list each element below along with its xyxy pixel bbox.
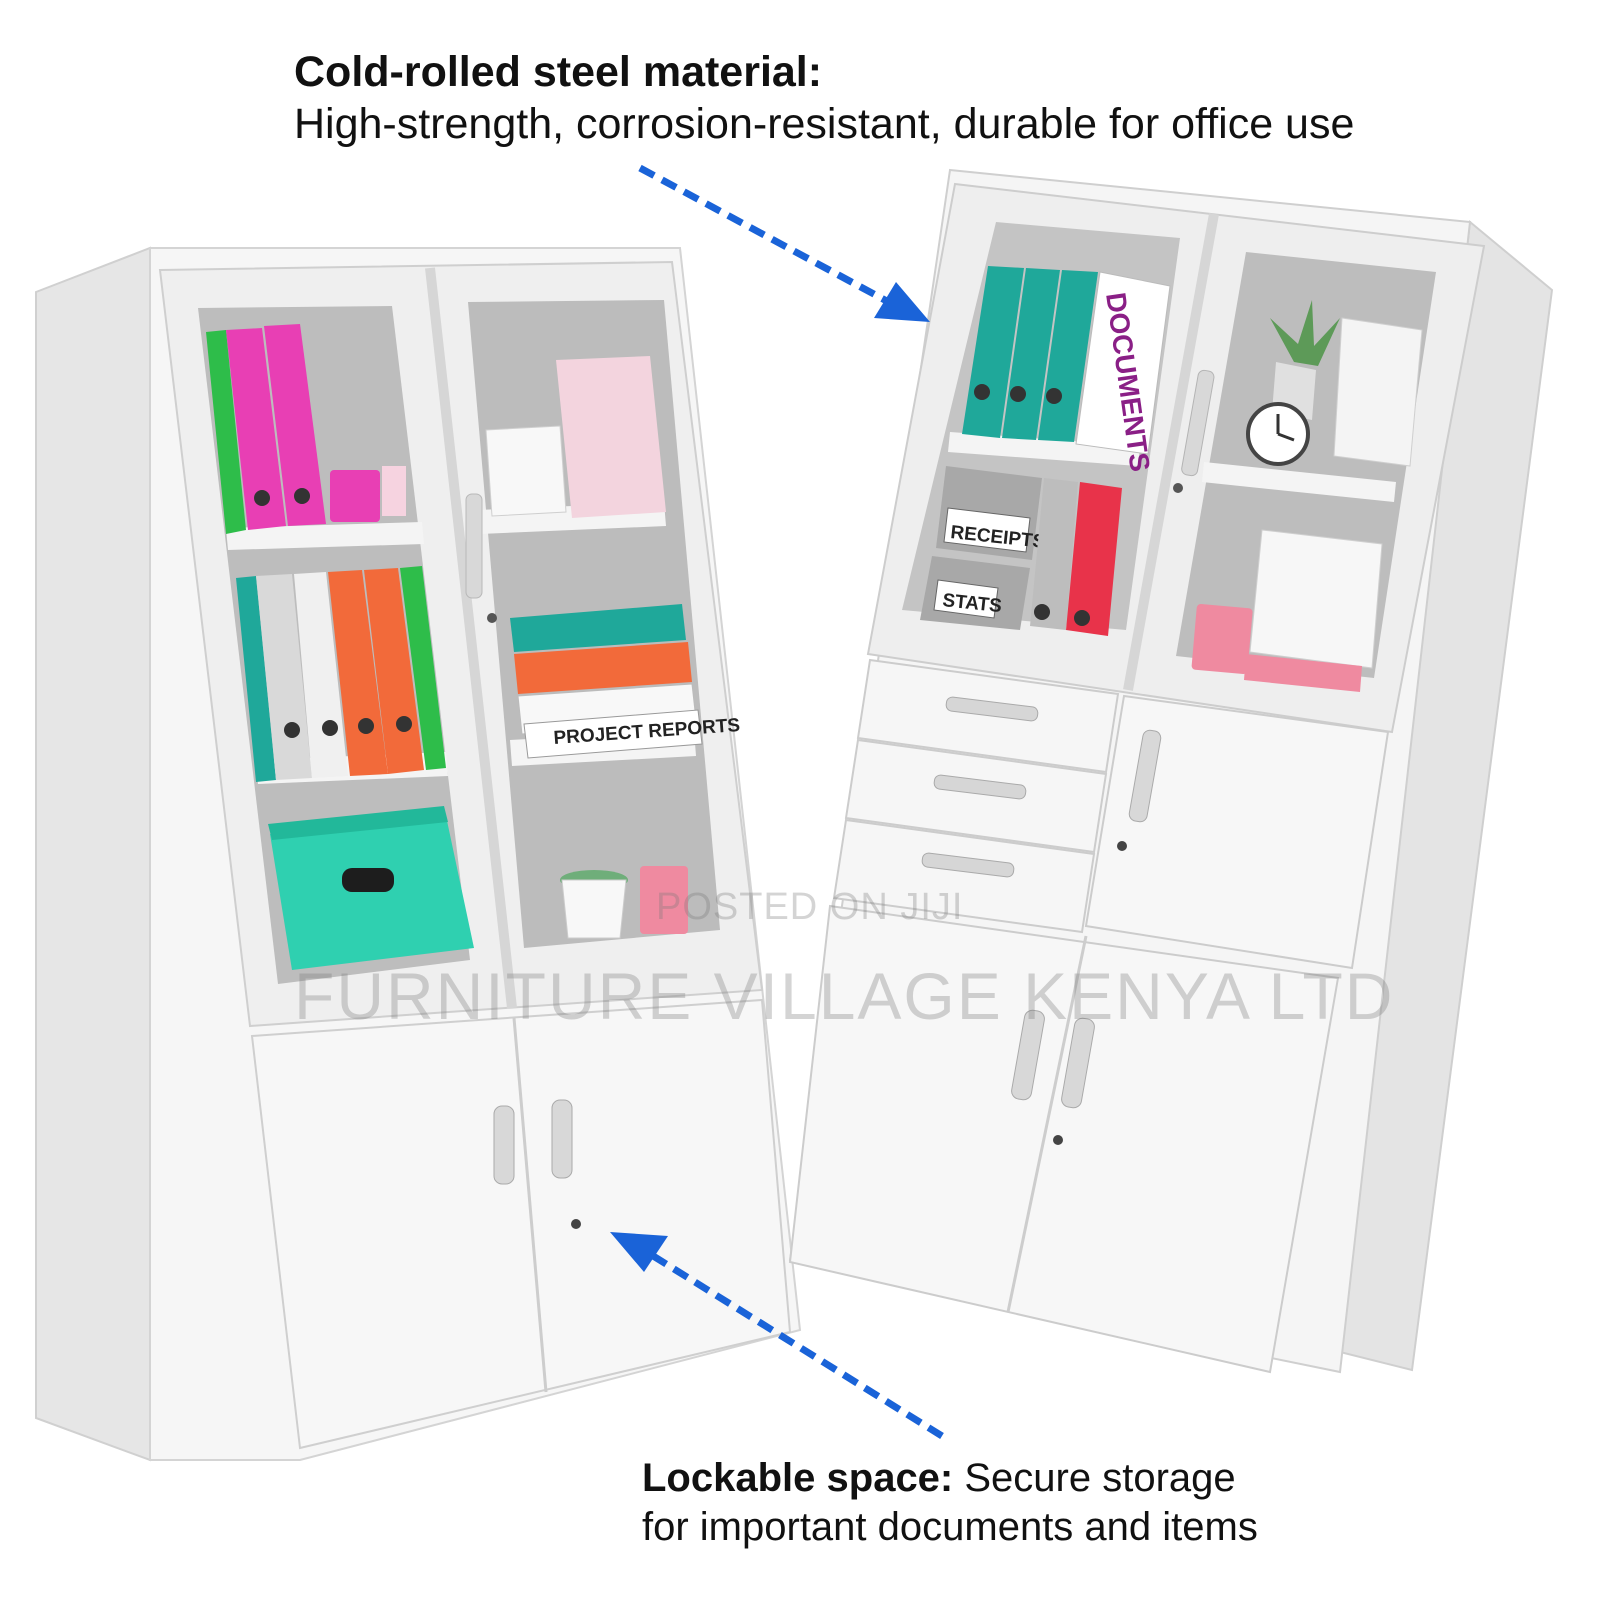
- binders-middle-left: [236, 566, 446, 782]
- lower-lock-icon[interactable]: [571, 1219, 581, 1229]
- notebook-and-papers: [485, 356, 666, 518]
- pen-cup: [330, 470, 380, 522]
- storage-box: [268, 806, 474, 970]
- lower-door-handle-right[interactable]: [551, 1099, 573, 1179]
- right-cabinet: DOCUMENTS RECEIPTS STATS: [788, 168, 1554, 1374]
- bottom-caption-heading: Lockable space:: [642, 1456, 954, 1500]
- left-cabinet: PROJECT REPORTS: [35, 246, 802, 1462]
- clock-and-plant: [1246, 300, 1423, 467]
- binders-stack: PROJECT REPORTS: [510, 604, 741, 759]
- bottom-caption: Lockable space: Secure storage for impor…: [642, 1454, 1258, 1552]
- right-cab-lower-doors[interactable]: [788, 904, 1340, 1374]
- labeled-boxes: RECEIPTS STATS: [920, 466, 1122, 636]
- lower-door-handle-left[interactable]: [493, 1105, 515, 1185]
- top-caption: Cold-rolled steel material: High-strengt…: [294, 46, 1354, 151]
- bottom-caption-line2: for important documents and items: [642, 1504, 1258, 1549]
- arrow-to-lock: [610, 1232, 944, 1439]
- watermark-posted-on: POSTED ON JIJI: [656, 886, 964, 928]
- arrow-to-right-cabinet: [638, 164, 930, 322]
- right-cab-glass-handle[interactable]: [1181, 369, 1215, 477]
- right-binders-top: DOCUMENTS: [962, 266, 1171, 474]
- plant-pot: [560, 866, 688, 939]
- binders-top-left: [206, 324, 406, 534]
- drawers[interactable]: [832, 658, 1120, 934]
- top-caption-heading: Cold-rolled steel material:: [294, 48, 823, 96]
- lower-doors[interactable]: [250, 998, 792, 1450]
- top-caption-body: High-strength, corrosion-resistant, dura…: [294, 100, 1355, 149]
- lock-icon[interactable]: [487, 613, 497, 623]
- desk-organizer: [1191, 529, 1383, 692]
- small-door[interactable]: [1084, 694, 1390, 970]
- right-cab-lock-icon[interactable]: [1173, 483, 1183, 493]
- pink-pen-cup: [640, 866, 688, 934]
- glass-door-handle[interactable]: [465, 493, 483, 599]
- watermark-seller-name: FURNITURE VILLAGE KENYA LTD: [294, 959, 1395, 1033]
- bottom-caption-line1: Secure storage: [953, 1456, 1236, 1500]
